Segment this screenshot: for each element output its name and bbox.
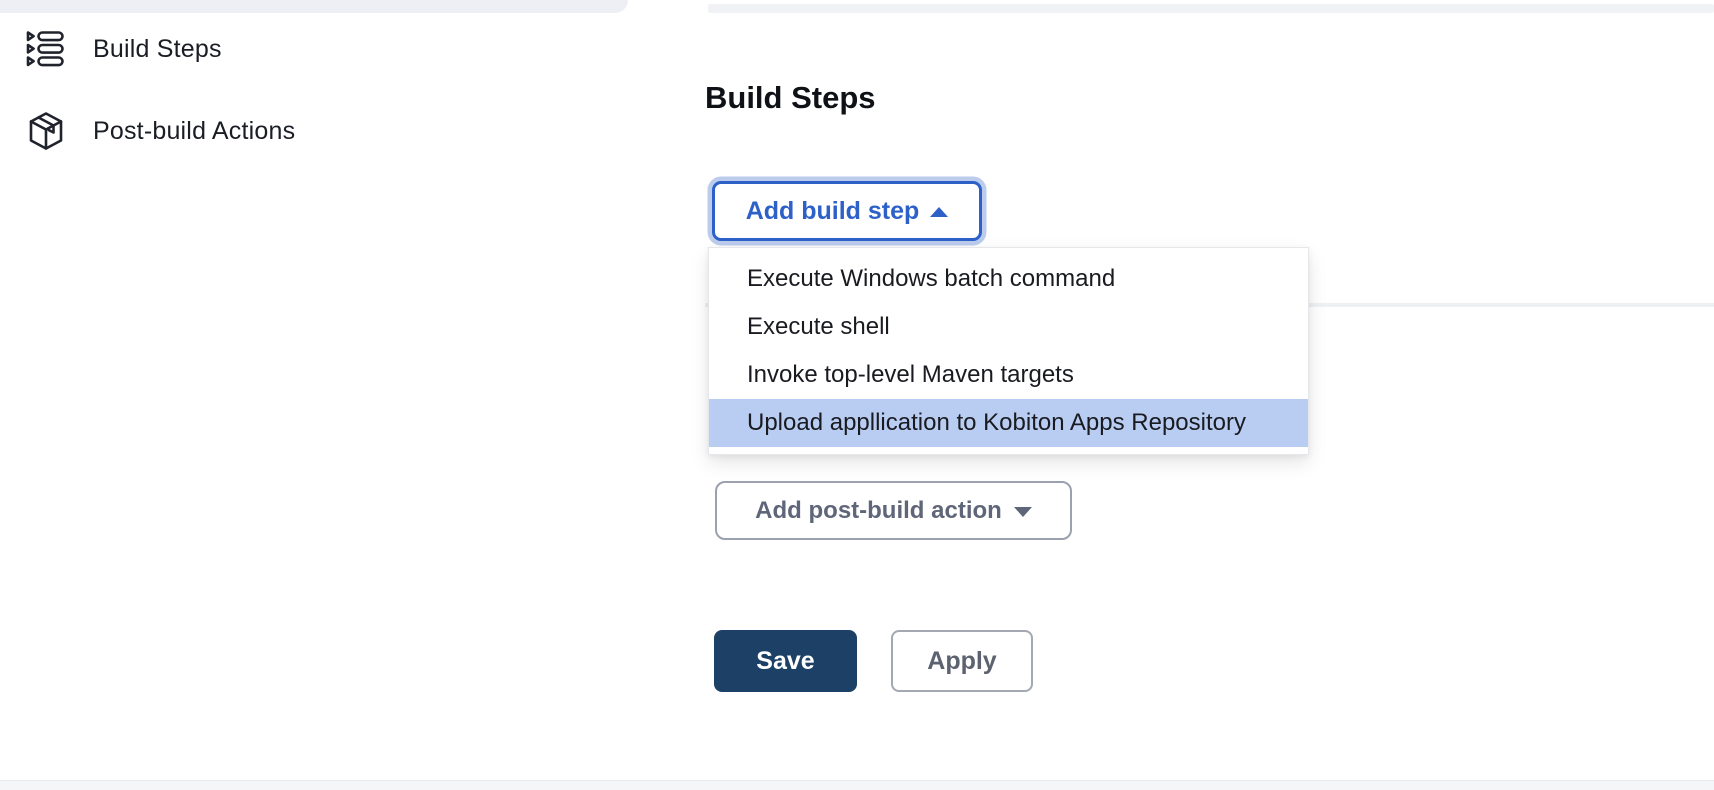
chevron-down-icon (1013, 507, 1032, 517)
bottom-page-edge (0, 780, 1714, 790)
sidebar-item-label: Build Steps (93, 34, 222, 63)
add-post-build-action-label: Add post-build action (755, 496, 1002, 524)
menu-item-upload-to-kobiton[interactable]: Upload appllication to Kobiton Apps Repo… (709, 399, 1308, 447)
build-step-dropdown-menu: Execute Windows batch command Execute sh… (708, 247, 1309, 455)
apply-button[interactable]: Apply (891, 630, 1033, 692)
page-title: Build Steps (705, 80, 876, 115)
top-left-section-edge (0, 0, 628, 13)
add-build-step-label: Add build step (745, 196, 920, 225)
sidebar-item-post-build-actions[interactable]: Post-build Actions (25, 108, 295, 154)
menu-item-execute-shell[interactable]: Execute shell (747, 313, 890, 340)
top-right-section-edge (708, 4, 1714, 13)
save-button[interactable]: Save (714, 630, 857, 692)
sidebar-item-label: Post-build Actions (93, 116, 296, 145)
menu-item-invoke-maven-targets[interactable]: Invoke top-level Maven targets (747, 361, 1074, 388)
build-steps-list-icon (25, 28, 67, 70)
add-post-build-action-button[interactable]: Add post-build action (715, 481, 1072, 540)
sidebar-item-build-steps[interactable]: Build Steps (25, 26, 222, 72)
chevron-up-icon (930, 207, 949, 217)
package-icon (25, 110, 67, 152)
menu-item-execute-windows-batch[interactable]: Execute Windows batch command (747, 265, 1116, 292)
add-build-step-button[interactable]: Add build step (712, 181, 982, 241)
